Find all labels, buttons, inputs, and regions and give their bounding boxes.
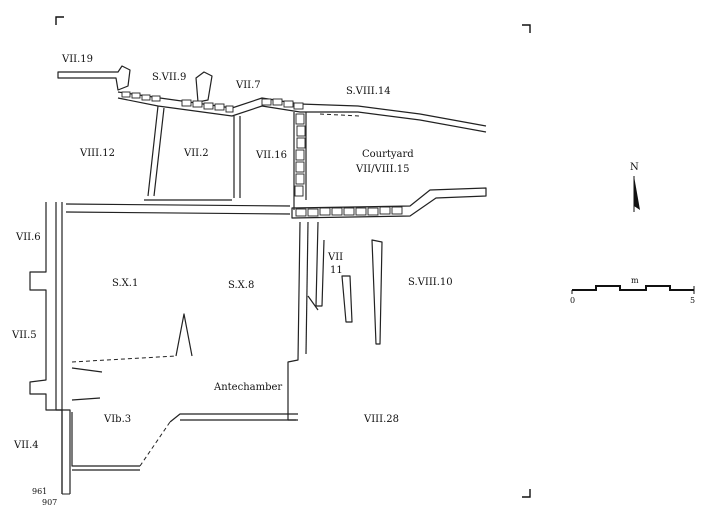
label-vii2: VII.2 [183,148,209,159]
label-vii5: VII.5 [11,330,37,341]
label-vii7: VII.7 [235,80,261,91]
room-walls-upper [65,105,291,215]
west-wall [29,202,71,495]
label-vii19: VII.19 [61,54,93,65]
room-labels: VII.19 S.VII.9 VII.7 S.VIII.14 VIII.12 V… [11,54,453,507]
label-antechamber: Antechamber [213,382,282,393]
east-stone-wall [293,112,307,210]
label-viii12: VIII.12 [79,148,115,159]
label-vii16: VII.16 [255,150,287,161]
room-walls-east [307,221,383,345]
scale-end: 5 [690,296,695,305]
label-sviii14: S.VIII.14 [346,86,391,97]
label-vii4: VII.4 [13,440,39,451]
label-elev-907: 907 [42,498,57,507]
crop-marks [55,16,531,498]
label-sx8: S.X.8 [228,280,254,291]
north-arrow-icon: N [630,162,640,212]
label-vii11-a: VII [327,252,343,263]
north-label: N [630,162,639,173]
courtyard-south-wall [291,187,487,219]
label-svii9: S.VII.9 [152,72,186,83]
scale-start: 0 [570,296,575,305]
room-walls-lower [71,221,309,471]
label-courtyard: Courtyard [362,149,414,160]
label-sx1: S.X.1 [112,278,138,289]
north-wall [57,65,487,133]
label-elev-961: 961 [32,487,47,496]
label-viii28: VIII.28 [363,414,399,425]
scale-unit: m [631,276,639,285]
label-sviii10: S.VIII.10 [408,277,453,288]
label-vib3: VIb.3 [103,414,131,425]
label-vii-viii15: VII/VIII.15 [355,164,409,175]
label-vii6: VII.6 [15,232,41,243]
scale-bar: m 0 5 [570,276,695,305]
label-vii11-b: 11 [330,265,343,276]
